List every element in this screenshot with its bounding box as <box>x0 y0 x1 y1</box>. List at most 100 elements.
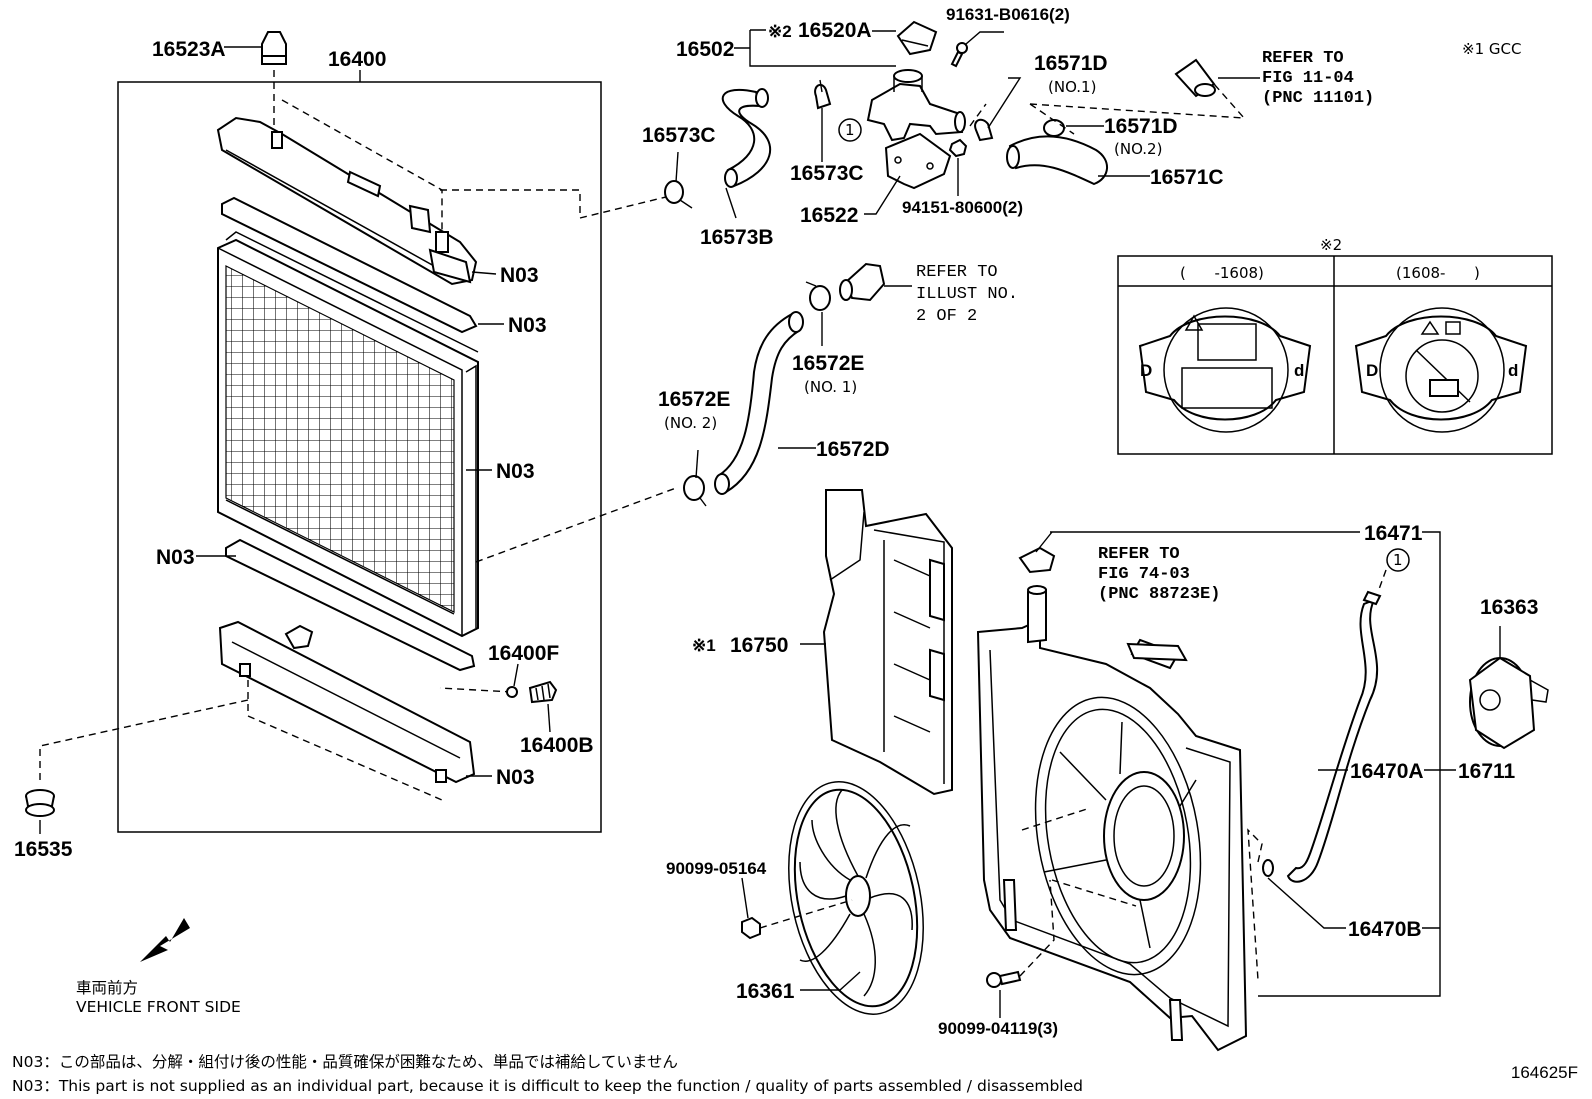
figure-id: 164625F <box>1510 1063 1578 1082</box>
label-n03-lower-gasket: N03 <box>156 546 195 569</box>
front-direction-arrow-icon <box>140 918 190 962</box>
cap-table-col1: ( -1608) <box>1180 264 1264 282</box>
label-16535: 16535 <box>14 838 73 861</box>
label-90099-04119: 90099-04119(3) <box>938 1019 1058 1038</box>
label-16471: 16471 <box>1364 522 1423 545</box>
label-16520A: 16520A <box>798 19 872 42</box>
label-16571D-no2-sub: (NO.2) <box>1114 140 1162 158</box>
bolt-91631 <box>950 42 968 68</box>
label-16571D-no1: 16571D <box>1034 52 1108 75</box>
svg-text:d: d <box>1294 361 1304 380</box>
callout-1-top-text: 1 <box>845 121 855 139</box>
label-16573C-left: 16573C <box>642 124 716 147</box>
label-16363: 16363 <box>1480 596 1538 619</box>
clamp-16571D-no1 <box>974 118 994 142</box>
nut-94151 <box>948 138 968 158</box>
pipe-fig11-04 <box>1174 58 1216 98</box>
radiator-cap-16520A <box>896 20 938 56</box>
upper-tank <box>216 116 478 286</box>
clip-16471 <box>1018 546 1056 574</box>
label-16502: 16502 <box>676 38 734 61</box>
filler-neck-16502 <box>866 69 966 142</box>
o-ring-16400F <box>506 686 518 698</box>
drain-cap-16523A <box>261 31 287 65</box>
label-16572E-no2: 16572E <box>658 388 730 411</box>
label-16571D-no2: 16571D <box>1104 115 1178 138</box>
shroud-16711 <box>976 585 1248 1052</box>
radiator-assembly <box>25 31 677 833</box>
label-16572E-no1-sub: (NO. 1) <box>804 378 857 396</box>
label-n03-upper-gasket: N03 <box>508 314 547 337</box>
pipe-illust-2 <box>839 262 886 302</box>
clamp-16572E-no1 <box>805 281 831 311</box>
label-16400F: 16400F <box>488 642 559 665</box>
air-guide-16750 <box>822 489 953 796</box>
svg-text:D: D <box>1366 361 1378 380</box>
hose-16571C <box>1006 135 1108 186</box>
label-gcc-note: ※1 GCC <box>1462 40 1521 58</box>
label-16573C-right: 16573C <box>790 162 864 185</box>
cap-table-mark: ※2 <box>1320 236 1342 254</box>
ref-illust-line2: ILLUST NO. <box>916 285 1018 304</box>
clamp-16572E-no2 <box>683 475 707 507</box>
bolt-90099-04119 <box>986 970 1022 988</box>
label-16470B: 16470B <box>1348 918 1422 941</box>
label-16572E-no1: 16572E <box>792 352 864 375</box>
label-16750-mark: ※1 <box>692 636 716 655</box>
ref-fig11-line3: (PNC 11101) <box>1262 89 1374 108</box>
front-side-jp: 車両前方 <box>76 979 139 997</box>
label-16571D-no1-sub: (NO.1) <box>1048 78 1096 96</box>
label-n03-core: N03 <box>496 460 535 483</box>
cap-table-text: ※2 ( -1608) (1608- ) <box>1180 236 1480 282</box>
callout-1-bottom-text: 1 <box>1393 551 1403 569</box>
upper-gasket <box>221 196 478 334</box>
ref-illust-line3: 2 OF 2 <box>916 307 977 326</box>
svg-text:d: d <box>1508 361 1518 380</box>
label-16523A: 16523A <box>152 38 226 61</box>
label-16572D: 16572D <box>816 438 890 461</box>
leader-lines <box>39 29 1501 1018</box>
label-16711: 16711 <box>1458 760 1516 783</box>
cushion-16535 <box>25 789 55 817</box>
motor-16363 <box>1468 656 1549 750</box>
label-90099-05164: 90099-05164 <box>666 859 767 878</box>
callout-circle-1-bottom <box>1386 548 1410 572</box>
ref-fig74-line1: REFER TO <box>1098 545 1180 564</box>
label-16571C: 16571C <box>1150 166 1224 189</box>
label-16522: 16522 <box>800 204 858 227</box>
label-plate-fig74 <box>1126 642 1188 662</box>
clamp-16571D-no2 <box>1043 119 1065 137</box>
label-16400: 16400 <box>328 48 386 71</box>
note-en: N03：This part is not supplied as an indi… <box>12 1077 1083 1095</box>
nut-90099-05164 <box>741 916 761 940</box>
label-n03-upper-tank: N03 <box>500 264 539 287</box>
refer-notes: REFER TO FIG 11-04 (PNC 11101) REFER TO … <box>916 49 1374 604</box>
note-jp: N03：この部品は、分解・組付け後の性能・品質確保が困難なため、単品では補給して… <box>12 1053 678 1071</box>
part-labels: 16523A 16400 16502 ※2 16520A 91631-B0616… <box>14 5 1538 1038</box>
cap-table: D d D d <box>1117 255 1553 455</box>
grommet-16470B <box>1262 859 1274 877</box>
label-16573B: 16573B <box>700 226 774 249</box>
bracket-16522 <box>884 132 952 190</box>
ref-fig74-line3: (PNC 88723E) <box>1098 585 1220 604</box>
callout-circle-1-top <box>838 118 862 142</box>
radiator-core <box>217 231 479 638</box>
label-16750: 16750 <box>730 634 788 657</box>
upper-hose-16573B <box>721 88 771 188</box>
hose-clamp-16573C-right <box>814 79 832 110</box>
label-94151: 94151-80600(2) <box>902 198 1023 217</box>
ref-illust-line1: REFER TO <box>916 263 998 282</box>
cap-new-icon: D d <box>1354 307 1528 433</box>
front-side-en: VEHICLE FRONT SIDE <box>76 998 241 1016</box>
label-n03-lower-tank: N03 <box>496 766 535 789</box>
hose-16572D <box>714 311 804 495</box>
label-16400B: 16400B <box>520 734 594 757</box>
label-91631: 91631-B0616(2) <box>946 5 1070 24</box>
svg-text:D: D <box>1140 361 1152 380</box>
label-16572E-no2-sub: (NO. 2) <box>664 414 717 432</box>
hose-clamp-16573C-left <box>664 180 693 209</box>
label-16361: 16361 <box>736 980 795 1003</box>
ref-fig11-line2: FIG 11-04 <box>1262 69 1354 88</box>
cap-old-icon: D d <box>1138 307 1312 433</box>
